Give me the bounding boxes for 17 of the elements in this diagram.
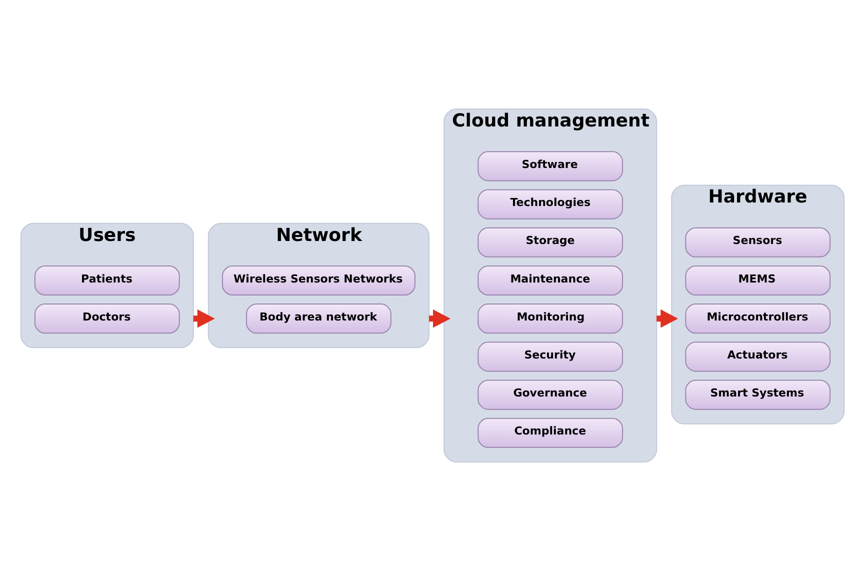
node-box: Body area network: [246, 304, 392, 334]
node-box: MEMS: [685, 265, 831, 296]
node-box: Compliance: [478, 418, 623, 448]
node-box: Sensors: [685, 227, 831, 258]
node-box: Software: [478, 151, 623, 182]
node-box: Patients: [34, 265, 180, 296]
node-box: Wireless Sensors Networks: [222, 265, 416, 296]
node-box: Storage: [478, 227, 623, 258]
node-box: Smart Systems: [685, 380, 831, 410]
node-box: Security: [478, 342, 623, 372]
node-box: Governance: [478, 380, 623, 410]
node-box: Maintenance: [478, 265, 623, 296]
node-box: Monitoring: [478, 304, 623, 334]
node-box: Doctors: [34, 304, 180, 334]
node-box: Actuators: [685, 342, 831, 372]
node-box: Microcontrollers: [685, 304, 831, 334]
node-box: Technologies: [478, 189, 623, 220]
